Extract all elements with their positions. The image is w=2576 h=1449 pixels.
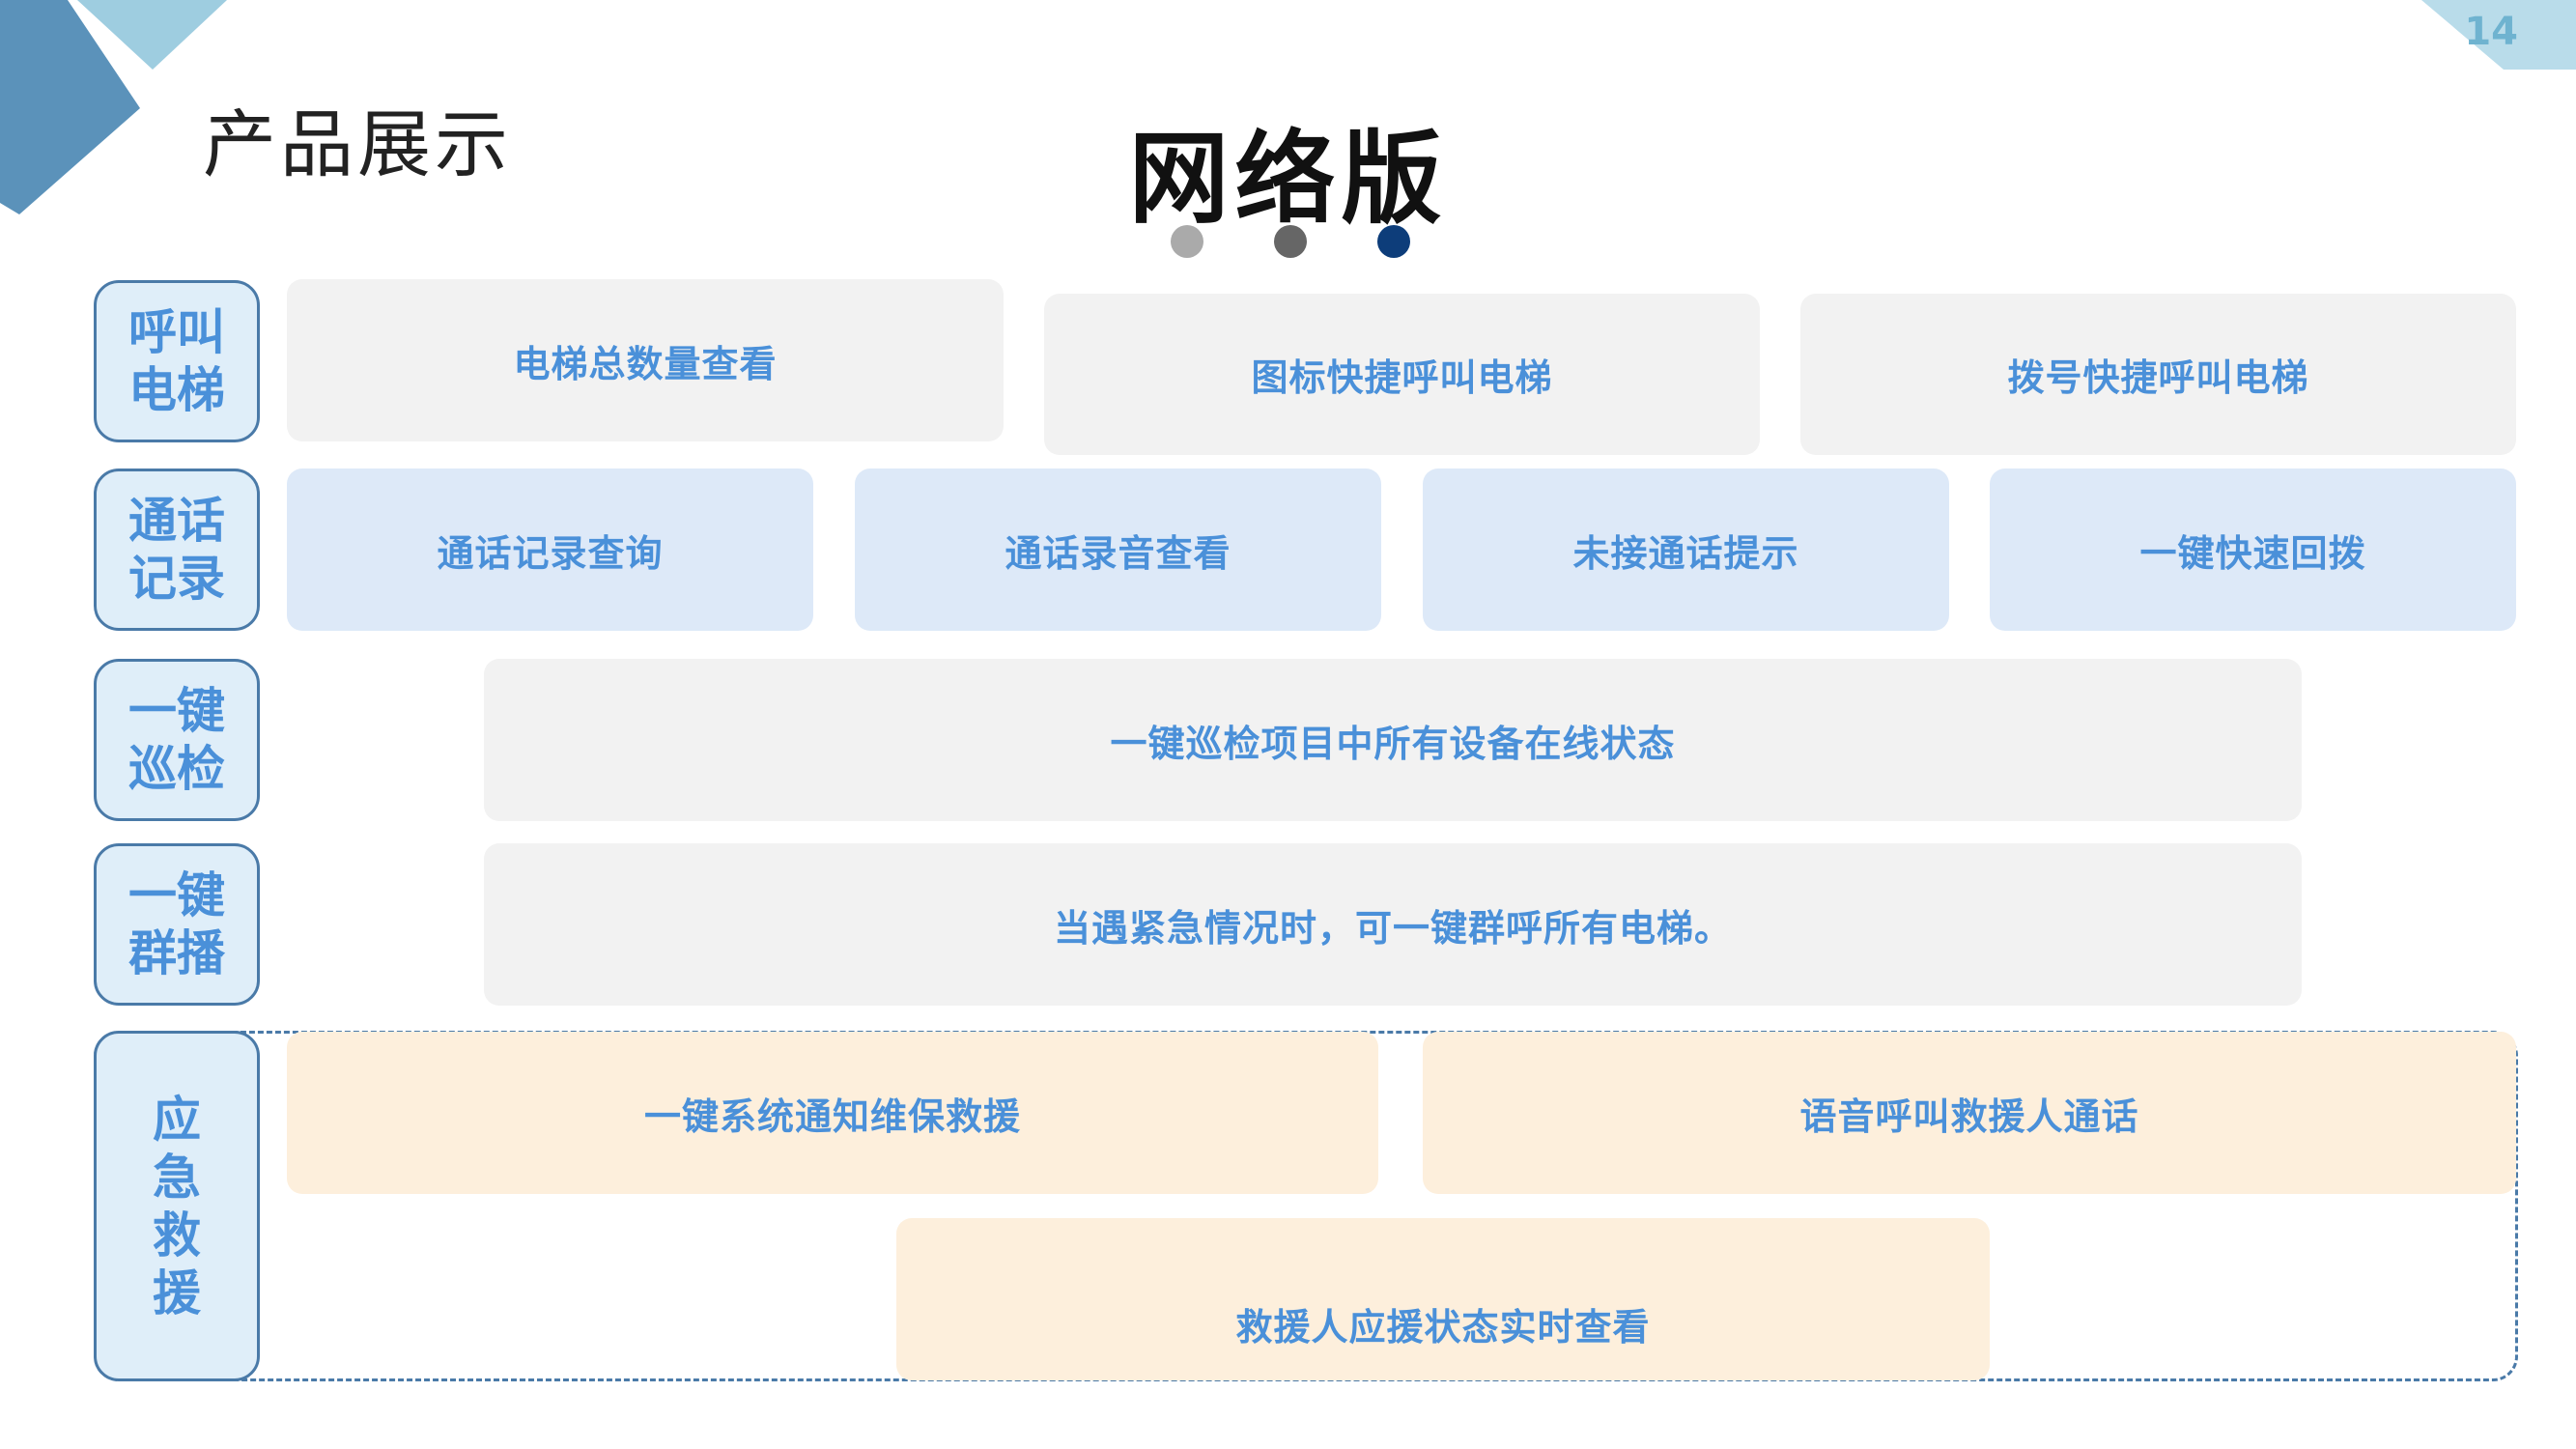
pagination-dot-3 (1377, 225, 1410, 258)
section-title: 产品展示 (203, 101, 512, 187)
category-label-call-records: 通话记录 (94, 469, 260, 631)
feature-card-icon-call: 图标快捷呼叫电梯 (1044, 294, 1760, 455)
pagination-dot-1 (1171, 225, 1203, 258)
category-label-emergency-rescue: 应急救援 (94, 1031, 260, 1381)
feature-card-recording-view: 通话录音查看 (855, 469, 1381, 631)
category-label-call-elevator: 呼叫电梯 (94, 280, 260, 442)
pagination-dot-2 (1274, 225, 1307, 258)
feature-card-device-status: 一键巡检项目中所有设备在线状态 (484, 659, 2302, 821)
feature-card-group-call: 当遇紧急情况时，可一键群呼所有电梯。 (484, 843, 2302, 1006)
feature-card-record-query: 通话记录查询 (287, 469, 813, 631)
feature-card-rescuer-status: 救援人应援状态实时查看 (896, 1218, 1990, 1380)
category-label-one-key-inspection: 一键巡检 (94, 659, 260, 821)
page-number: 14 (2464, 10, 2518, 54)
feature-card-notify-maintenance: 一键系统通知维保救援 (287, 1032, 1378, 1194)
feature-card-quick-callback: 一键快速回拨 (1990, 469, 2516, 631)
category-label-one-key-broadcast: 一键群播 (94, 843, 260, 1006)
feature-card-missed-call: 未接通话提示 (1423, 469, 1949, 631)
feature-card-dial-call: 拨号快捷呼叫电梯 (1800, 294, 2516, 455)
feature-card-voice-rescuer: 语音呼叫救援人通话 (1423, 1032, 2516, 1194)
page-title: 网络版 (1128, 120, 1448, 238)
feature-card-elevator-count: 电梯总数量查看 (287, 279, 1004, 441)
